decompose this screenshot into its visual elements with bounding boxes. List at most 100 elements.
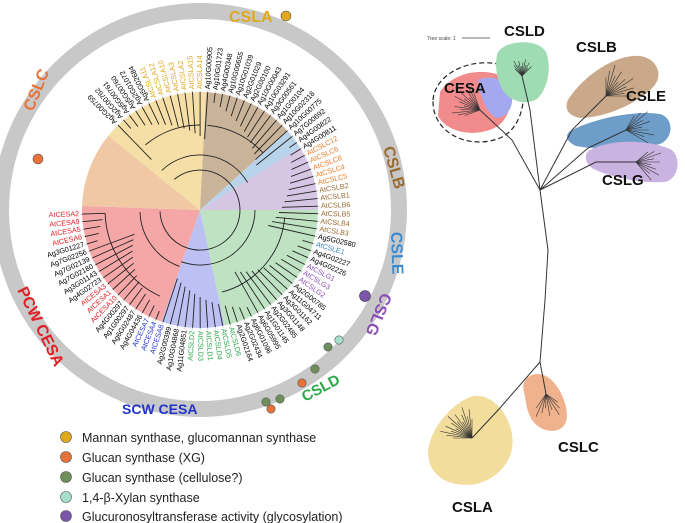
leaf-branch: [251, 270, 277, 301]
leaf-branch: [302, 239, 314, 244]
leaf-branch: [458, 101, 481, 111]
leaf-branch: [98, 250, 133, 272]
leaf-branch: [605, 64, 616, 97]
gene-label: AtCSLA15: [185, 55, 196, 89]
unrooted-label-cslb: CSLB: [576, 39, 617, 56]
leaf-branch: [284, 198, 318, 203]
branch-to-csld: [521, 75, 541, 191]
leaf-guide: [307, 161, 310, 163]
leaf-branch: [129, 287, 143, 305]
leaf-branch: [192, 92, 196, 134]
legend-item-glucan-cellulose: Glucan synthase (cellulose?): [60, 471, 243, 485]
leaf-branch: [467, 416, 473, 439]
leaf-guide: [162, 96, 164, 99]
leaf-guide: [276, 299, 279, 302]
leaf-branch: [635, 161, 656, 170]
leaf-branch: [288, 183, 316, 191]
leaf-branch: [605, 93, 625, 97]
gene-label: AtCSLB5: [321, 209, 351, 219]
leaf-branch: [454, 96, 481, 111]
unrooted-tree: Tree scale: 1 CESA CSLD CSLB CSLE: [427, 23, 678, 516]
blob-csle: [567, 112, 671, 149]
cesa-outline: [432, 62, 524, 143]
branch-to-cslg: [539, 161, 636, 191]
leaf-branch: [169, 95, 179, 127]
leaf-guide: [237, 96, 239, 99]
internal-branch: [161, 154, 248, 183]
leaf-guide: [244, 98, 246, 101]
leaf-branch: [521, 62, 530, 77]
leaf-branch: [440, 431, 473, 439]
leaf-branch: [458, 109, 481, 116]
leaf-branch: [605, 81, 619, 97]
leaf-branch: [605, 78, 634, 97]
leaf-branch: [467, 91, 481, 111]
leaf-branch: [231, 306, 238, 323]
leaf-branch: [451, 109, 481, 114]
leaf-branch: [513, 60, 523, 77]
unrooted-label-csld: CSLD: [504, 23, 545, 40]
sector-csle: [200, 131, 301, 210]
sector-csla: [108, 91, 207, 210]
leaf-branch: [239, 307, 245, 320]
internal-branch: [181, 209, 256, 266]
csld-cellulose-marker-3: [275, 394, 285, 404]
leaf-branch: [82, 212, 106, 215]
leaf-guide: [270, 304, 273, 307]
leaf-branch: [461, 407, 473, 439]
leaf-branch: [239, 103, 252, 127]
unrooted-label-csle: CSLE: [626, 88, 666, 105]
leaf-guide: [244, 319, 246, 322]
leaf-guide: [87, 250, 90, 252]
csld-cellulose-marker-4: [261, 397, 271, 407]
legend-item-mannan: Mannan synthase, glucomannan synthase: [60, 431, 316, 445]
leaf-guide: [264, 109, 266, 112]
leaf-guide: [287, 129, 289, 131]
leaf-guide: [169, 324, 171, 327]
legend-swatch: [60, 451, 72, 463]
leaf-guide: [292, 283, 295, 285]
csla-activity-marker: [280, 10, 292, 22]
leaf-branch: [463, 98, 481, 111]
leaf-branch: [454, 106, 481, 111]
leaf-guide: [307, 257, 310, 259]
leaf-branch: [635, 152, 662, 163]
csld-activity-markers: [261, 335, 344, 414]
internal-branch: [139, 212, 180, 267]
leaf-branch: [192, 293, 196, 328]
gene-label: AtCSLB4: [320, 217, 350, 229]
leaf-guide: [116, 294, 119, 297]
leaf-branch: [454, 414, 473, 439]
leaf-branch: [148, 305, 155, 317]
leaf-guide: [229, 93, 231, 96]
legend-swatch: [60, 491, 72, 503]
leaf-guide: [134, 109, 136, 112]
legend-label: Glucan synthase (cellulose?): [82, 471, 243, 485]
leaf-guide: [287, 289, 290, 291]
leaf-guide: [304, 154, 307, 156]
circular-tree: Ag2G00759Ag2G00762Ag5G00761Ag5G00760Ag2G…: [0, 3, 408, 417]
leaf-branch: [205, 299, 209, 328]
leaf-guide: [296, 141, 299, 143]
internal-branch: [159, 169, 241, 251]
csld-glucan-xg-marker: [297, 378, 307, 388]
leaf-branch: [281, 258, 302, 272]
leaf-branch: [462, 421, 473, 439]
unrooted-label-csla: CSLA: [452, 499, 493, 516]
leaf-branch: [605, 71, 622, 97]
leaf-guide: [229, 324, 231, 327]
leaf-guide: [310, 250, 313, 252]
leaf-guide: [313, 243, 316, 245]
leaf-branch: [536, 393, 547, 408]
gene-label: AtCSLD2: [186, 330, 197, 360]
leaf-branch: [521, 59, 526, 77]
legend-item-glucuronosyltransferase: Glucuronosyltransferase activity (glycos…: [60, 510, 343, 523]
sector-pcw-cesa: [82, 205, 200, 322]
leaf-guide: [122, 118, 124, 121]
leaf-branch: [635, 161, 652, 165]
leaf-guide: [296, 277, 299, 279]
leaf-branch: [545, 393, 551, 416]
leaf-branch: [204, 92, 209, 140]
leaf-branch: [162, 278, 178, 323]
leaf-branch: [272, 221, 317, 230]
